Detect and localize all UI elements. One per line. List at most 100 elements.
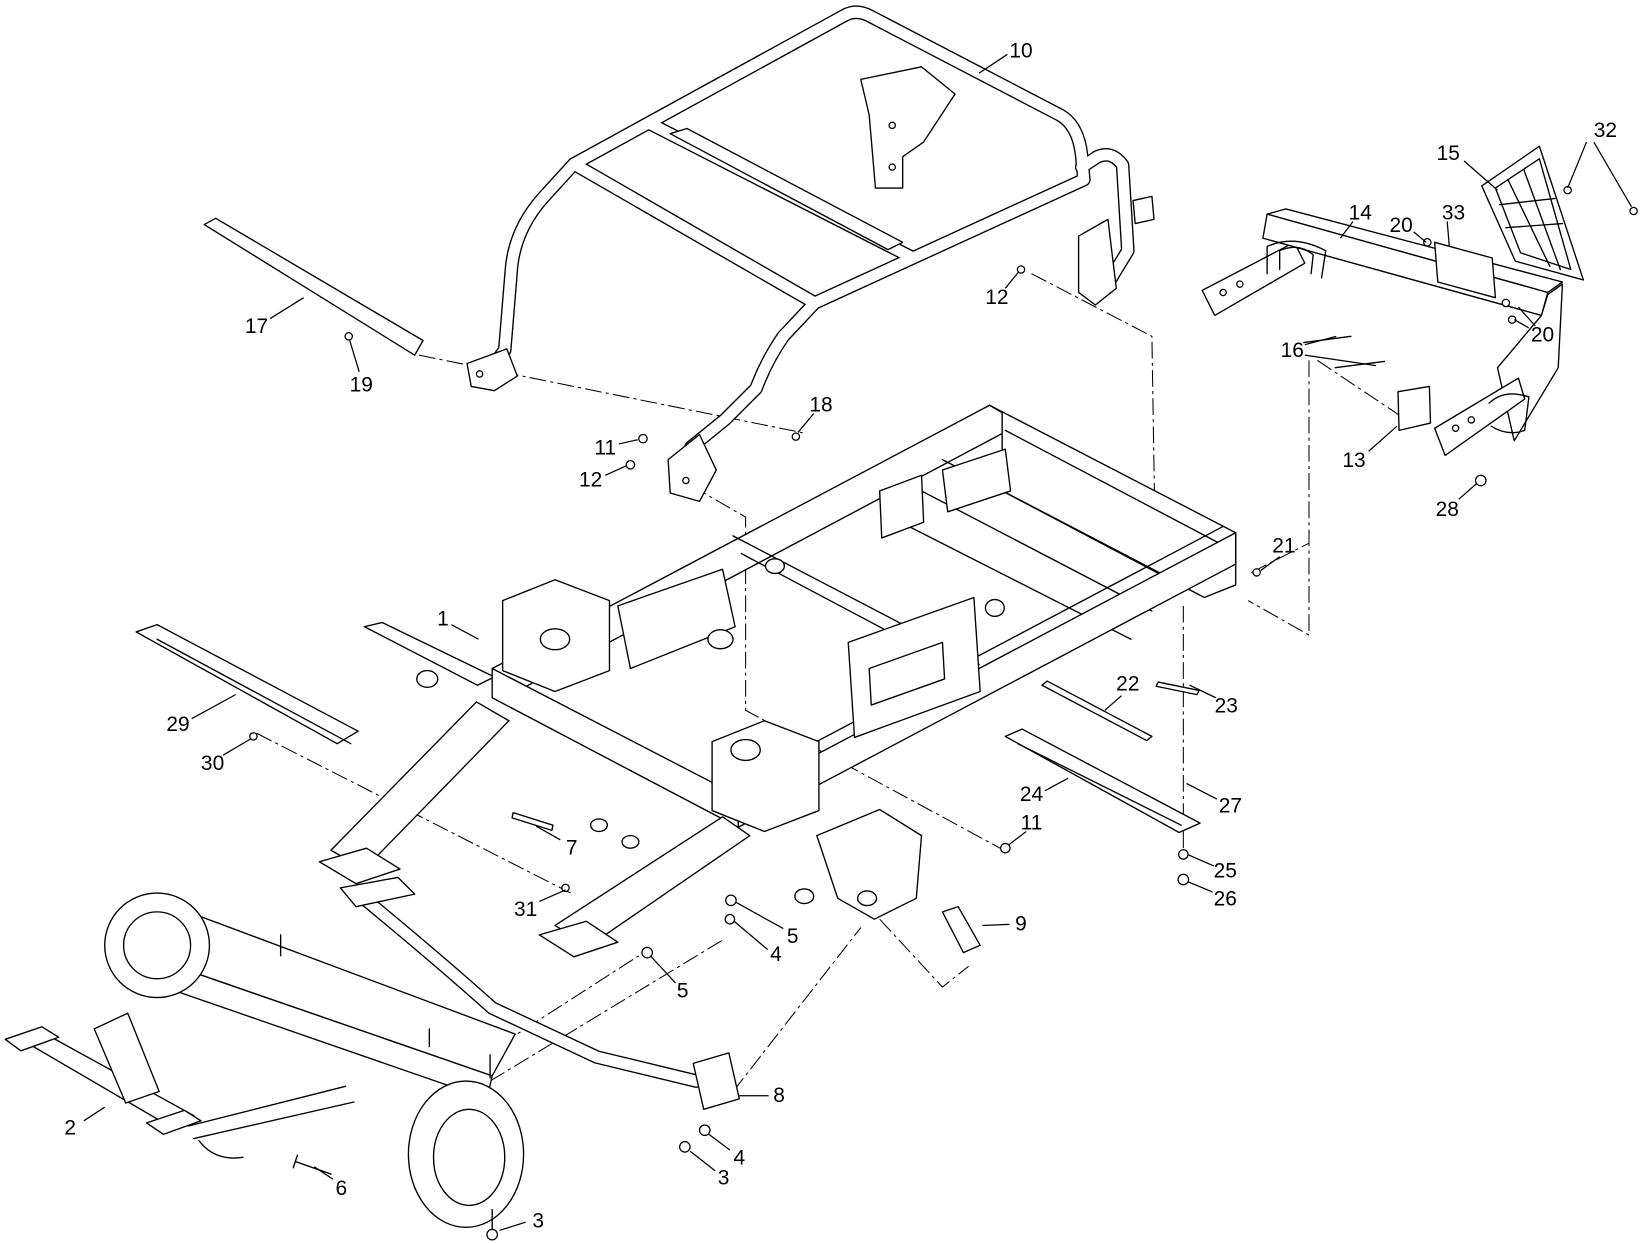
nut bbox=[1474, 474, 1487, 487]
bumper-left-plate bbox=[1201, 241, 1306, 317]
front-axle bbox=[4, 892, 525, 1229]
reflector-bracket bbox=[1433, 241, 1497, 299]
reflector-inner bbox=[1494, 158, 1572, 271]
centerline bbox=[879, 918, 969, 988]
rops-left-leg-bracket bbox=[466, 348, 518, 392]
left-hub-bore bbox=[122, 911, 192, 980]
callout-label: 12 bbox=[985, 286, 1008, 309]
bolt bbox=[1252, 568, 1261, 577]
frame-hanger bbox=[816, 808, 923, 920]
callout-label: 14 bbox=[1349, 201, 1373, 224]
callout-label: 27 bbox=[1219, 795, 1242, 818]
leader-line bbox=[708, 1133, 731, 1151]
callout-label: 25 bbox=[1214, 859, 1237, 882]
rops-cross-plank bbox=[669, 127, 904, 251]
spring-eye bbox=[764, 558, 786, 575]
centerline bbox=[1251, 542, 1310, 573]
callout-label: 23 bbox=[1215, 694, 1238, 717]
leader-line bbox=[349, 340, 360, 373]
engine-mount-tower bbox=[711, 720, 820, 833]
callout-label: 4 bbox=[733, 1147, 745, 1170]
front-crossmember bbox=[491, 667, 739, 828]
callout-label: 2 bbox=[64, 1116, 76, 1139]
bolt bbox=[791, 432, 801, 441]
plate-part-24 bbox=[1004, 728, 1201, 834]
fasteners bbox=[249, 185, 1638, 1241]
leader-line bbox=[535, 825, 561, 841]
mount-bushing bbox=[707, 629, 734, 650]
plate-part-29 bbox=[135, 623, 359, 745]
leader-line bbox=[451, 624, 479, 640]
mount-hole bbox=[1219, 288, 1227, 297]
callout-label: 31 bbox=[514, 898, 537, 921]
rops-frame bbox=[466, 5, 1155, 503]
drag-link-bracket bbox=[339, 876, 416, 908]
leader-line bbox=[191, 694, 236, 720]
callout-label: 16 bbox=[1281, 339, 1304, 362]
leader-line bbox=[978, 53, 1008, 74]
strip-part-23 bbox=[1155, 681, 1200, 696]
leader-line bbox=[1368, 425, 1398, 452]
spring-eye bbox=[416, 669, 439, 688]
drag-link-plate bbox=[692, 1052, 740, 1110]
leader-line bbox=[618, 439, 638, 445]
stud bbox=[1303, 335, 1386, 369]
mount-hole bbox=[475, 370, 484, 378]
callout-label: 4 bbox=[770, 943, 782, 966]
callout-label: 7 bbox=[566, 836, 578, 859]
leader-line bbox=[1186, 782, 1218, 800]
bolt bbox=[249, 732, 258, 741]
callout-label: 20 bbox=[1531, 324, 1554, 347]
plate-cutout bbox=[868, 641, 946, 706]
hitch-loop bbox=[1266, 240, 1327, 279]
mount-bushing bbox=[539, 628, 571, 651]
mount-hole bbox=[888, 163, 896, 171]
bolt bbox=[344, 332, 354, 341]
leader-line bbox=[1260, 556, 1281, 571]
rops-hoop-tab bbox=[1132, 195, 1155, 225]
leader-line bbox=[689, 1150, 716, 1172]
mount-hole bbox=[682, 476, 690, 485]
leader-line bbox=[1463, 160, 1498, 191]
bolt bbox=[561, 883, 570, 893]
leader-line bbox=[539, 889, 566, 903]
callout-label: 6 bbox=[336, 1177, 348, 1200]
leader-line bbox=[605, 465, 627, 476]
strip-part-22 bbox=[1041, 680, 1153, 742]
axle-strut bbox=[187, 1085, 355, 1159]
mount-hole bbox=[888, 121, 896, 130]
callout-label: 24 bbox=[1020, 783, 1044, 806]
front-left-horn bbox=[330, 701, 510, 870]
callout-label: 3 bbox=[718, 1167, 730, 1190]
rear-crossmember-edge bbox=[899, 429, 1224, 640]
plate-part-29-flange bbox=[156, 638, 352, 745]
centerline bbox=[1317, 359, 1404, 419]
callout-label: 17 bbox=[245, 315, 268, 338]
callout-label: 3 bbox=[532, 1209, 544, 1232]
drag-link-tube-fill bbox=[355, 890, 702, 1087]
washer bbox=[1177, 849, 1189, 860]
drag-link bbox=[339, 876, 740, 1110]
centerline bbox=[732, 927, 862, 1092]
bolt-part-6 bbox=[292, 1154, 332, 1175]
leader-line bbox=[1104, 695, 1122, 711]
callout-label: 8 bbox=[773, 1084, 785, 1107]
hitch-loop bbox=[1488, 393, 1530, 434]
bolt bbox=[625, 460, 636, 470]
leader-line bbox=[83, 1106, 106, 1122]
bolt bbox=[1501, 298, 1511, 308]
callout-label: 28 bbox=[1436, 498, 1459, 521]
callout-label: 11 bbox=[1021, 811, 1043, 834]
strip-part-7 bbox=[511, 811, 554, 832]
callout-label: 26 bbox=[1214, 888, 1237, 911]
callout-label: 5 bbox=[787, 925, 799, 948]
leader-line bbox=[1567, 141, 1633, 208]
leader-line bbox=[499, 1221, 526, 1232]
leader-lines bbox=[83, 53, 1633, 1232]
reflector bbox=[1481, 145, 1585, 281]
leader-line bbox=[1339, 221, 1354, 239]
callout-label: 20 bbox=[1389, 214, 1412, 237]
centerline bbox=[1031, 273, 1156, 533]
leader-line bbox=[797, 413, 815, 433]
